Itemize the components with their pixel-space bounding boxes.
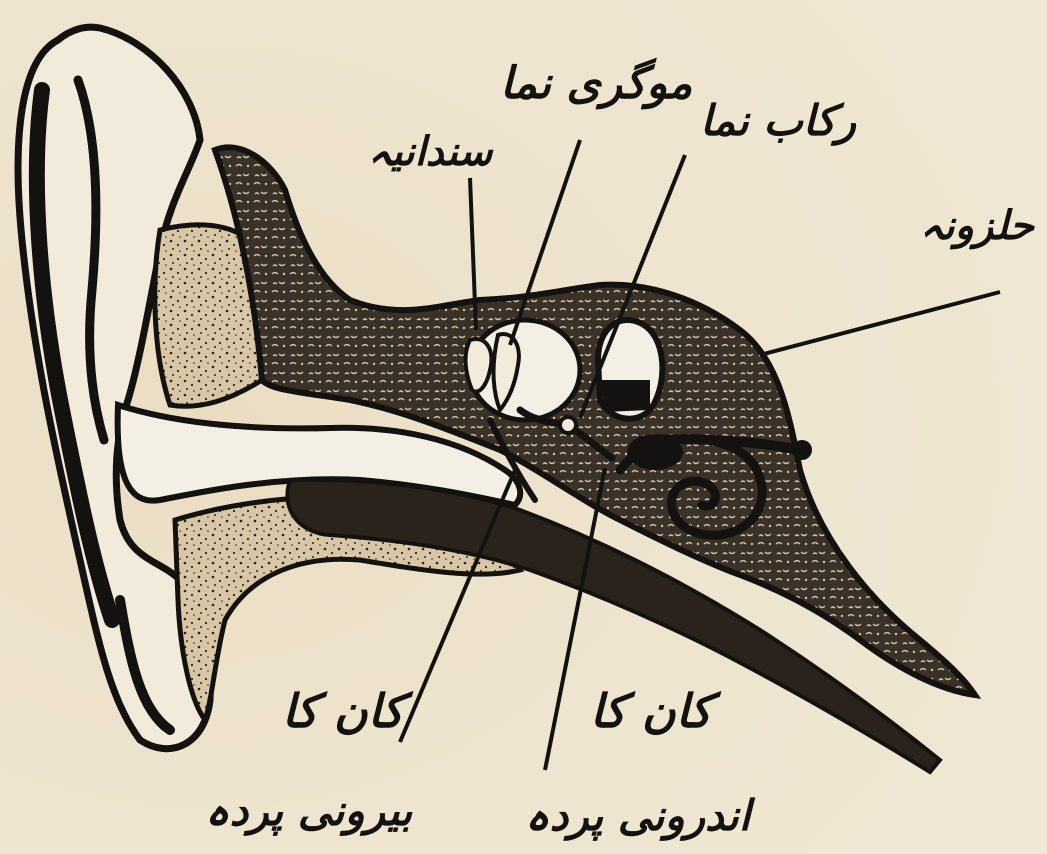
nerve-end [792,440,812,460]
stapes-footplate [560,417,576,433]
label-outer-eardrum-line2: بیرونی پردہ [205,790,412,832]
incus-bone [466,339,492,392]
vestibule [600,380,650,412]
label-malleus: موگری نما [500,62,692,106]
label-cochlea: حلزونہ [920,206,1034,246]
label-incus: سندانیہ [368,132,492,172]
label-outer-eardrum-line1: کان کا [282,688,404,734]
label-inner-eardrum-line2: اندرونی پردہ [525,795,750,837]
label-stapes: رکاب نما [700,100,856,142]
label-inner-eardrum-line1: کان کا [590,688,712,734]
